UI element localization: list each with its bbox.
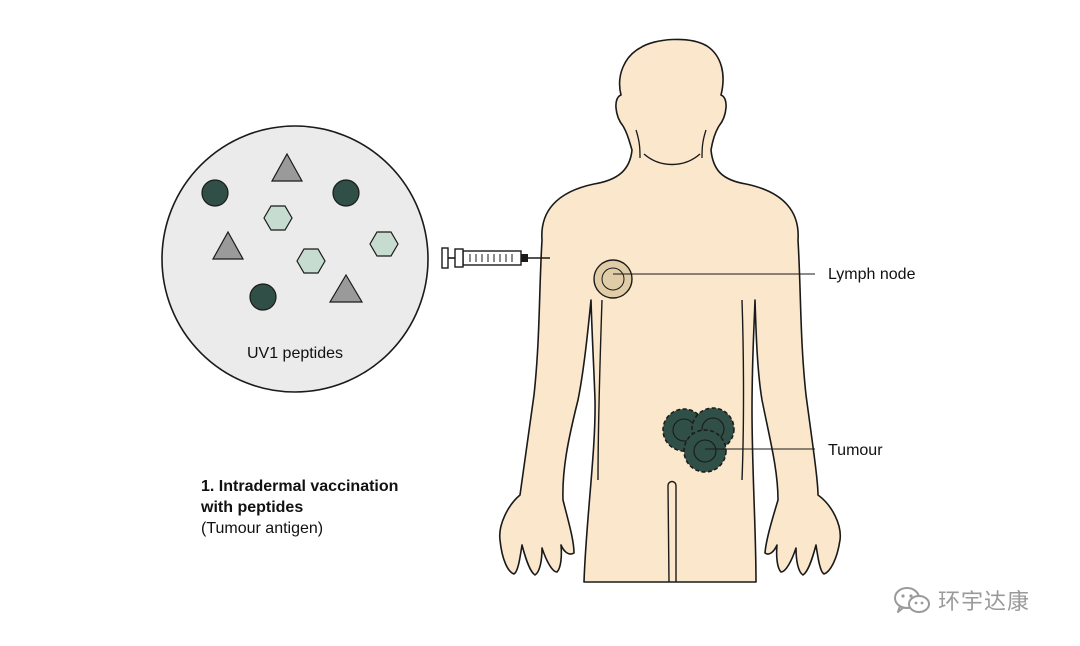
leg-gap-contour: [667, 480, 677, 583]
lymph-node-label: Lymph node: [828, 266, 916, 283]
hexagon-peptide: [296, 248, 326, 274]
tumour-cluster: [662, 407, 735, 473]
dark-peptide: [332, 179, 360, 207]
triangle-peptide: [211, 230, 245, 260]
hexagon-peptide: [263, 205, 293, 231]
dark-peptide: [201, 179, 229, 207]
human-body: [498, 38, 842, 583]
watermark: 环宇达康: [892, 583, 1030, 617]
caption-title-line2: with peptides: [201, 499, 304, 516]
lymph-node: [593, 259, 633, 299]
triangle-peptide: [270, 152, 304, 182]
hexagon-peptide: [369, 231, 399, 257]
neck-contour: [643, 153, 701, 166]
right-arm-contour: [597, 299, 603, 481]
caption-title-line1: 1. Intradermal vaccination: [201, 478, 399, 495]
step-caption: 1. Intradermal vaccination with peptides…: [201, 476, 501, 539]
caption-subtitle: (Tumour antigen): [201, 520, 324, 537]
wechat-icon: [894, 587, 930, 613]
watermark-text: 环宇达康: [938, 590, 1031, 615]
left-arm-contour: [741, 299, 745, 481]
neck-side-right: [701, 129, 707, 159]
triangle-peptide: [328, 273, 364, 303]
tumour-label: Tumour: [828, 442, 883, 459]
dark-peptide: [249, 283, 277, 311]
syringe-icon: [441, 247, 550, 269]
peptide-circle-label: UV1 peptides: [247, 345, 343, 362]
neck-side-left: [635, 129, 641, 159]
